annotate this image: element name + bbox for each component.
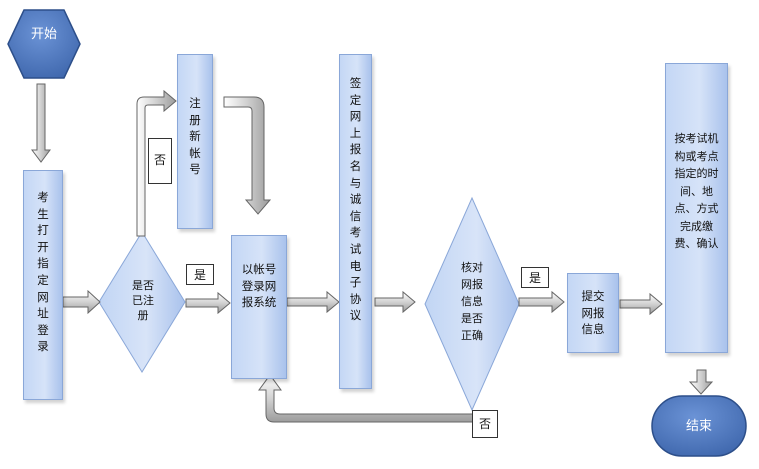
open-site-box: 考生打开指定网址登录 [23, 170, 63, 400]
arrow-verify-back-to-login [258, 374, 475, 423]
submit-box: 提交网报信息 [567, 273, 619, 353]
start-shape [7, 9, 81, 79]
arrow-pay-to-end [688, 369, 714, 395]
arrow-open-to-decision [62, 289, 101, 315]
arrow-register-to-login [223, 96, 272, 215]
decision-verify-text: 核对网报信息是否正确 [461, 261, 483, 342]
label-no-verify: 否 [472, 410, 498, 438]
arrow-start-to-open [31, 83, 51, 163]
arrow-submit-to-pay [619, 292, 663, 316]
arrow-agreement-to-verify [374, 290, 416, 314]
decision-registered-text: 是否已注册 [132, 279, 154, 322]
end-shape [651, 395, 747, 457]
label-yes-verify: 是 [521, 267, 549, 288]
pay-confirm-text: 按考试机构或考点指定的时间、地点、方式完成缴费、确认 [674, 132, 719, 250]
open-site-text: 考生打开指定网址登录 [37, 190, 49, 354]
end-label: 结束 [685, 419, 712, 434]
login-text: 以帐号登录网报系统 [241, 262, 277, 310]
login-box: 以帐号登录网报系统 [231, 235, 287, 379]
agreement-text: 签定网上报名与诚信考试电子协议 [349, 76, 362, 323]
arrow-decision-to-login [185, 291, 231, 315]
submit-text: 提交网报信息 [581, 289, 605, 337]
pay-confirm-box: 按考试机构或考点指定的时间、地点、方式完成缴费、确认 [665, 63, 728, 353]
agreement-box: 签定网上报名与诚信考试电子协议 [339, 54, 372, 389]
arrow-verify-to-submit [518, 290, 565, 314]
register-box: 注册新帐号 [177, 54, 213, 229]
arrow-login-to-agreement [286, 290, 340, 314]
label-yes-registered: 是 [186, 264, 214, 285]
register-text: 注册新帐号 [189, 96, 201, 177]
start-label: 开始 [30, 27, 57, 42]
label-no-registered: 否 [148, 138, 172, 184]
arrow-decision-to-register [136, 89, 177, 237]
decision-diamond-registered [98, 231, 186, 373]
